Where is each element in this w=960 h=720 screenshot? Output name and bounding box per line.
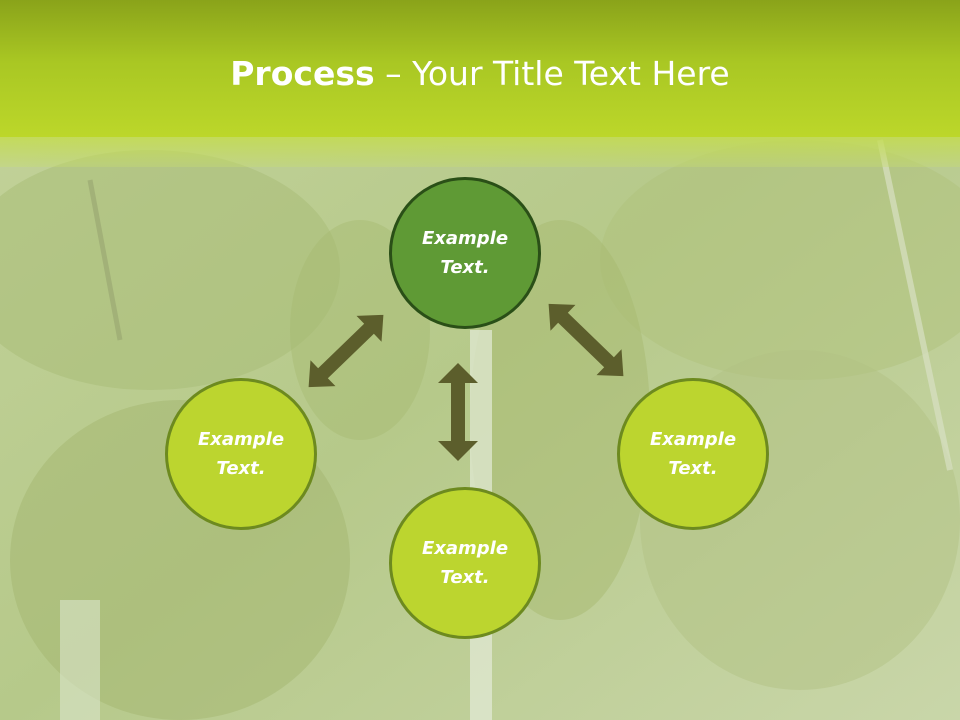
node-left[interactable]: Example Text.: [165, 378, 317, 530]
node-right-line2: Text.: [668, 458, 718, 479]
node-top-line1: Example: [421, 228, 509, 249]
title-banner-fade: [0, 137, 960, 167]
node-bottom-line2: Text.: [440, 567, 490, 588]
slide-title[interactable]: Process – Your Title Text Here: [0, 50, 960, 98]
title-banner: [0, 0, 960, 137]
node-bottom[interactable]: Example Text.: [389, 487, 541, 639]
node-bottom-line1: Example: [421, 538, 509, 559]
title-bold-text: Process: [230, 54, 375, 93]
node-top-line2: Text.: [440, 257, 490, 278]
node-right[interactable]: Example Text.: [617, 378, 769, 530]
title-rest-text: – Your Title Text Here: [374, 54, 730, 93]
node-left-line2: Text.: [216, 458, 266, 479]
node-left-line1: Example: [197, 429, 285, 450]
node-right-line1: Example: [649, 429, 737, 450]
node-top[interactable]: Example Text.: [389, 177, 541, 329]
